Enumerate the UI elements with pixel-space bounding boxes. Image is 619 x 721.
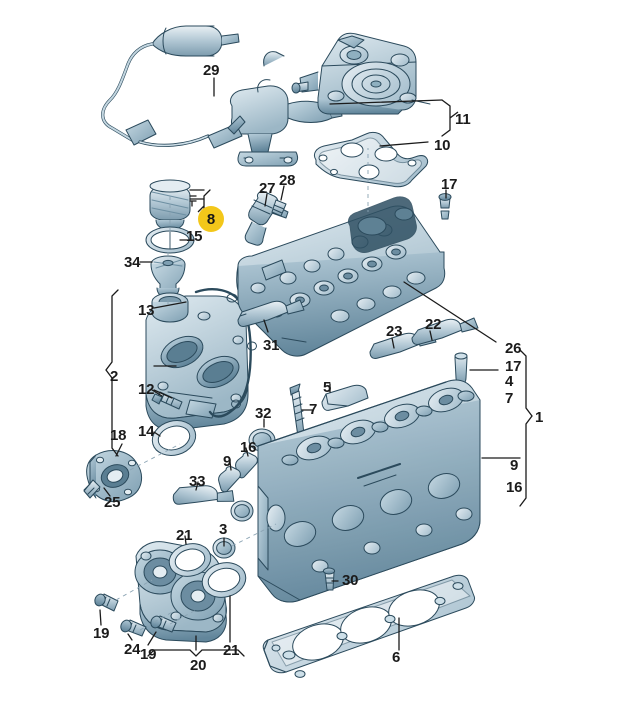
callout-17-top: 17: [441, 176, 458, 193]
part-13-timing-cover: [145, 288, 257, 431]
callout-11: 11: [455, 111, 471, 128]
part-15-seal-ring: [145, 226, 195, 254]
callout-7-right: 7: [505, 390, 514, 407]
callout-26: 26: [505, 340, 522, 357]
highlighted-callout-8[interactable]: 8: [198, 206, 224, 232]
callout-7-head-bolt: 7: [309, 401, 318, 418]
callout-9: 9: [223, 453, 232, 470]
part-6-head-gasket: [262, 574, 475, 678]
callout-29: 29: [203, 62, 220, 79]
callout-16-upper: 16: [240, 439, 257, 456]
callout-6: 6: [392, 649, 401, 666]
part-3-core-plug-b: [230, 500, 254, 522]
callout-5: 5: [323, 379, 332, 396]
part-31-sealant-tube: [237, 299, 305, 327]
callout-34: 34: [124, 254, 141, 271]
callout-19-a: 19: [93, 625, 110, 642]
callout-1: 1: [535, 409, 544, 426]
part-22-sealant-tube: [411, 317, 479, 345]
part-19-bolt-b: [150, 615, 177, 633]
part-17-bolt: [438, 193, 452, 220]
callout-13: 13: [138, 302, 155, 319]
callout-10: 10: [434, 137, 451, 154]
callout-21-upper: 21: [176, 527, 193, 544]
part-21-o-ring-upper: [168, 543, 212, 577]
callout-12: 12: [138, 381, 155, 398]
callout-18: 18: [110, 427, 127, 444]
callout-3: 3: [219, 521, 228, 538]
callout-28: 28: [279, 172, 296, 189]
callout-25: 25: [104, 494, 121, 511]
highlighted-callout-number: 8: [206, 210, 216, 228]
part-21-o-ring-lower: [201, 562, 247, 598]
part-11-upper-cover: [291, 32, 431, 115]
part-14-o-ring: [151, 420, 197, 456]
callout-2: 2: [110, 368, 119, 385]
callout-32: 32: [255, 405, 272, 422]
callout-30: 30: [342, 572, 359, 589]
callout-24: 24: [124, 641, 141, 658]
callout-14: 14: [138, 423, 155, 440]
callout-23: 23: [386, 323, 403, 340]
part-8-oil-filler-cap: [149, 179, 191, 231]
part-9-dowel-pin: [218, 466, 241, 493]
part-10-cover-gasket: [313, 131, 429, 188]
callout-16-right: 16: [506, 479, 523, 496]
callout-19-b: 19: [140, 646, 157, 663]
callout-20: 20: [190, 657, 207, 674]
part-4-valve-guide: [454, 352, 468, 385]
part-19-bolt-a: [94, 593, 119, 612]
part-5-bracket-plate: [321, 384, 369, 411]
callout-4: 4: [505, 373, 514, 390]
callout-33: 33: [189, 473, 206, 490]
callout-31: 31: [263, 337, 280, 354]
callout-27: 27: [259, 180, 276, 197]
callout-15: 15: [186, 228, 203, 245]
part-33-sealant-tube: [172, 485, 235, 505]
callout-21-lower: 21: [223, 642, 240, 659]
callout-22: 22: [425, 316, 442, 333]
part-28-bolt: [271, 199, 287, 217]
part-29-breather-hose: [101, 25, 343, 167]
callout-17-right: 17: [505, 358, 522, 375]
part-1-cylinder-head: [257, 379, 481, 603]
callout-9-right: 9: [510, 457, 519, 474]
part-25-bolt: [83, 479, 101, 499]
part-24-bolt: [120, 619, 147, 637]
part-30-bolt: [322, 567, 336, 591]
part-12-bolt: [151, 391, 183, 410]
